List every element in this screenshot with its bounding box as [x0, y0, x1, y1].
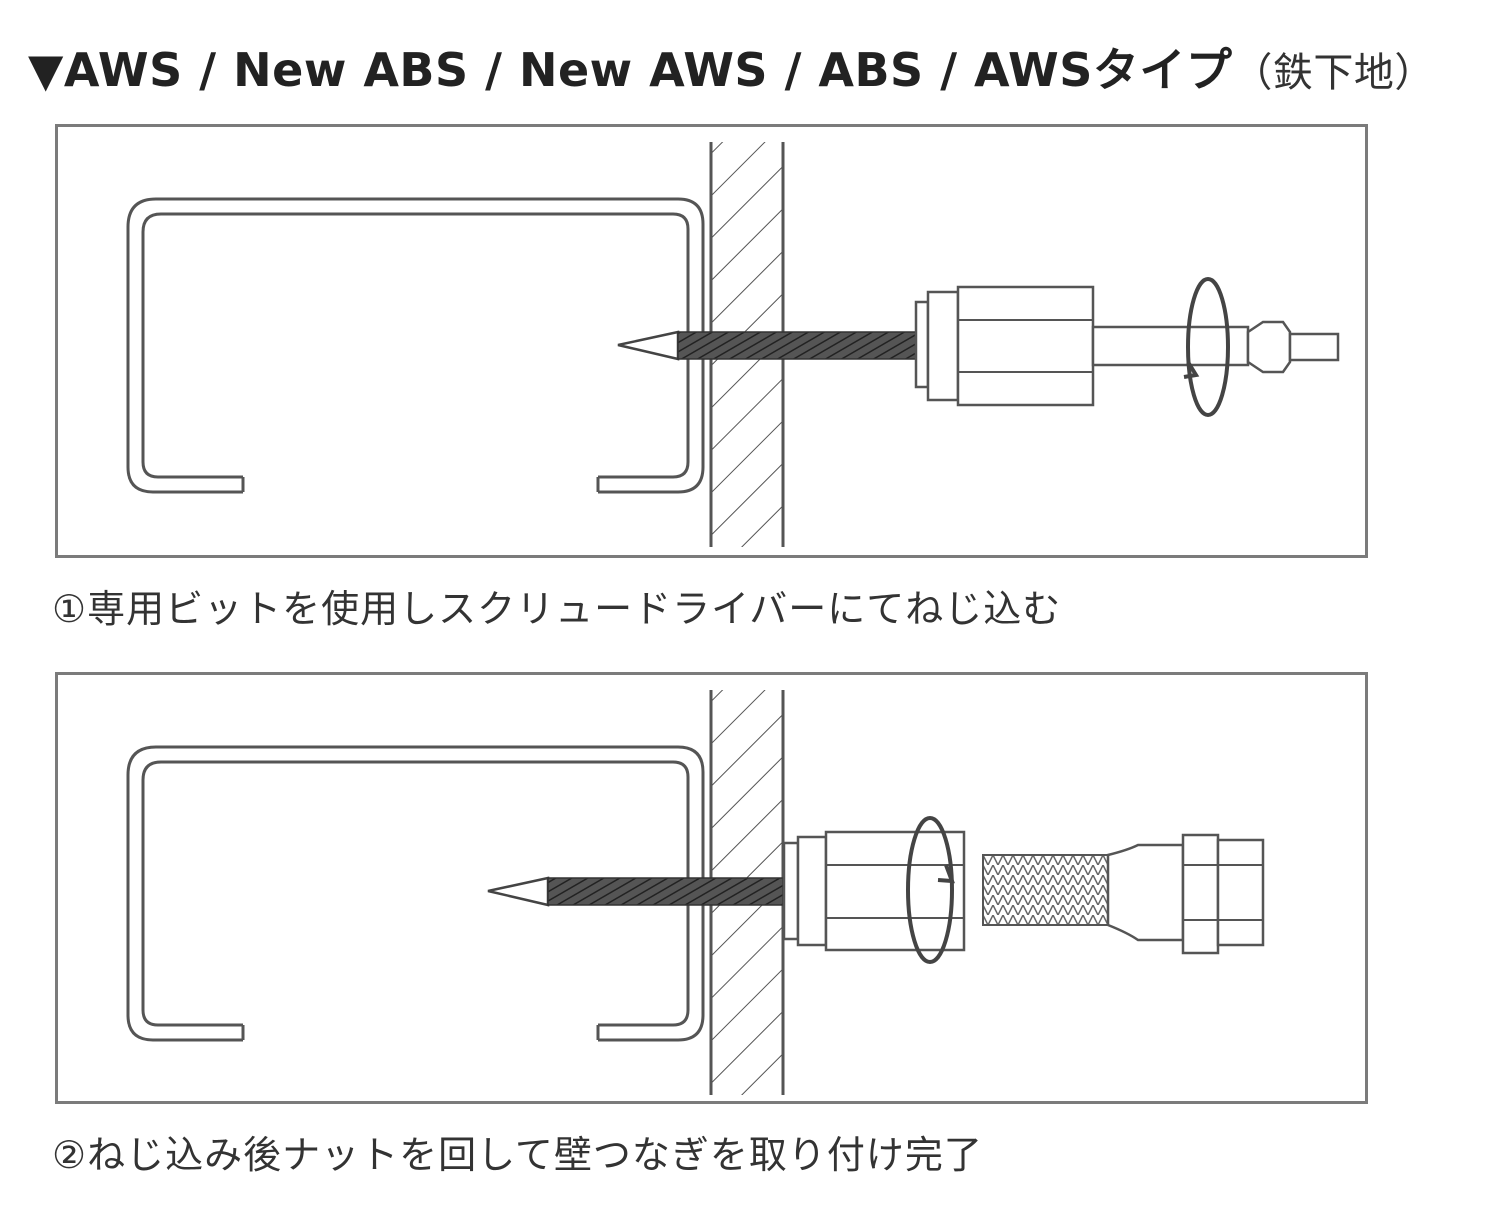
step2-diagram-panel — [55, 672, 1368, 1104]
nut — [796, 835, 828, 947]
screw-tip — [617, 330, 680, 361]
nut — [926, 290, 960, 402]
screw-thread — [547, 877, 784, 906]
c-channel-steel — [126, 197, 705, 494]
step2-illustration — [126, 690, 1265, 1095]
title-text: AWS / New ABS / New AWS / ABS / AWSタイプ — [63, 43, 1233, 97]
title-subtitle: （鉄下地） — [1232, 50, 1435, 96]
step1-diagram-panel — [55, 124, 1368, 558]
c-channel-steel — [126, 745, 705, 1042]
title-marker-icon: ▼ — [28, 43, 64, 97]
rotation-arrow-icon — [906, 816, 954, 964]
driver-bit — [1091, 325, 1250, 367]
page-title: ▼AWS / New ABS / New AWS / ABS / AWSタイプ（… — [28, 34, 1435, 100]
wall-tie-rod — [982, 854, 1109, 926]
step1-caption: ①専用ビットを使用しスクリュードライバーにてねじ込む — [52, 587, 1062, 631]
step2-caption: ②ねじ込み後ナットを回して壁つなぎを取り付け完了 — [52, 1133, 983, 1177]
rotation-arrow-icon — [1186, 277, 1230, 417]
screw-thread — [677, 331, 919, 360]
step1-illustration — [126, 142, 1340, 547]
screw-tip — [487, 876, 550, 907]
